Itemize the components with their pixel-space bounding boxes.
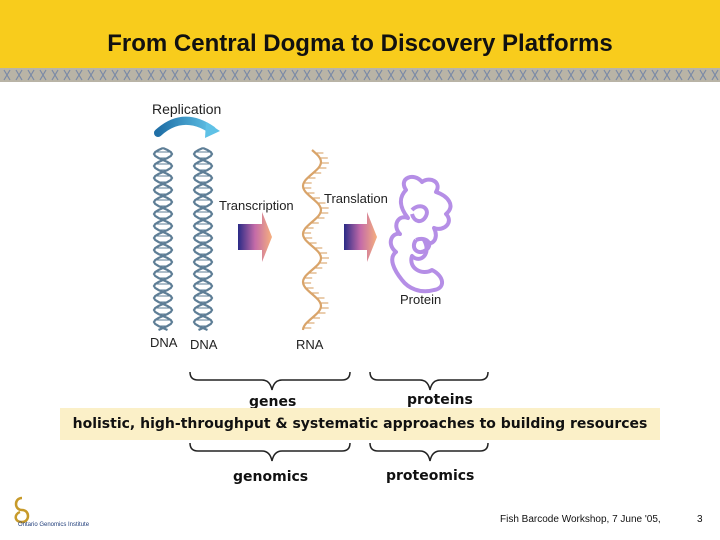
approaches-text: holistic, high-throughput & systematic a… bbox=[72, 416, 648, 432]
protein-fold-icon bbox=[388, 174, 453, 294]
replication-arrow-icon bbox=[154, 116, 220, 138]
dna-rule-decoration bbox=[0, 68, 720, 82]
title-bar bbox=[0, 0, 720, 68]
dna-label-2: DNA bbox=[190, 337, 218, 352]
rna-strand bbox=[301, 149, 329, 331]
proteins-brace bbox=[369, 371, 489, 391]
genomics-brace bbox=[189, 442, 351, 462]
institute-logo-icon bbox=[14, 496, 30, 524]
approaches-band: holistic, high-throughput & systematic a… bbox=[60, 408, 660, 440]
slide-title: From Central Dogma to Discovery Platform… bbox=[107, 30, 613, 57]
footer-text: Fish Barcode Workshop, 7 June '05, bbox=[500, 514, 661, 525]
proteomics-label: proteomics bbox=[386, 468, 475, 484]
rna-label: RNA bbox=[296, 337, 324, 352]
proteins-label: proteins bbox=[407, 392, 473, 408]
translation-label: Translation bbox=[324, 191, 388, 206]
dna-helix-1 bbox=[152, 146, 174, 332]
genomics-label: genomics bbox=[233, 469, 309, 485]
transcription-label: Transcription bbox=[219, 198, 294, 213]
genes-brace bbox=[189, 371, 351, 391]
translation-arrow-icon bbox=[344, 212, 377, 262]
dna-helix-2 bbox=[192, 146, 214, 332]
dna-label-1: DNA bbox=[150, 335, 178, 350]
genes-label: genes bbox=[249, 394, 297, 410]
page-number: 3 bbox=[697, 514, 703, 525]
protein-label: Protein bbox=[400, 292, 442, 307]
proteomics-brace bbox=[369, 442, 489, 462]
transcription-arrow-icon bbox=[238, 212, 272, 262]
logo-text: Ontario Genomics Institute bbox=[18, 522, 90, 528]
replication-label: Replication bbox=[152, 101, 222, 117]
